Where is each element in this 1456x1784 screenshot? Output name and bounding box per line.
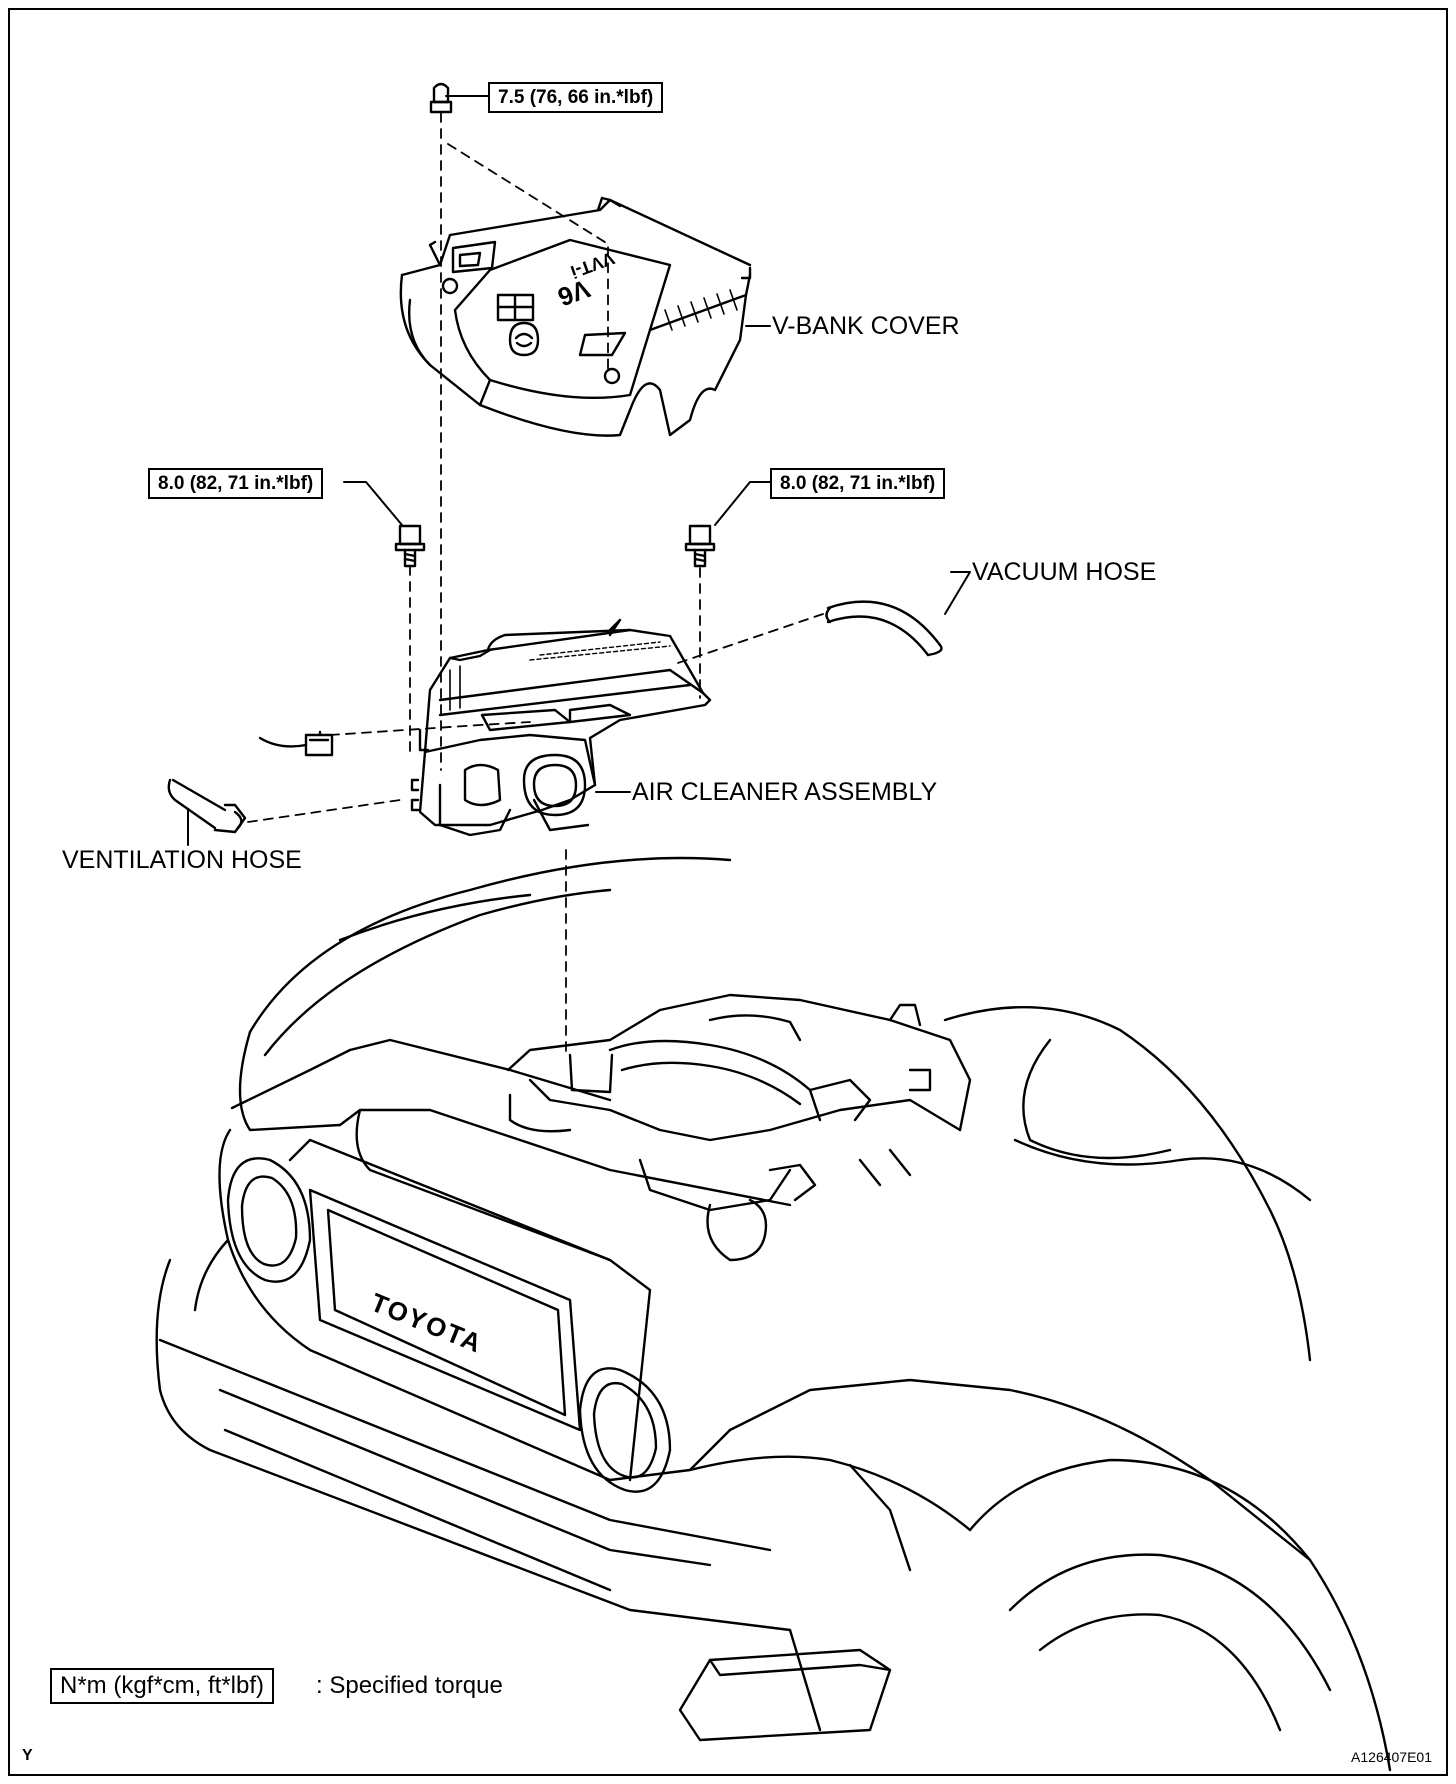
legend-description: : Specified torque — [316, 1672, 503, 1699]
figure-id: A126407E01 — [1351, 1749, 1432, 1765]
bolt-right — [684, 524, 716, 568]
leader-lines — [187, 95, 971, 846]
bolt-left — [394, 524, 426, 568]
legend-unit-box: N*m (kgf*cm, ft*lbf) — [50, 1668, 275, 1704]
exploded-view-drawing — [155, 82, 1392, 1772]
torque-callout-cover-nut: 7.5 (76, 66 in.*lbf) — [488, 82, 664, 113]
ventilation-hose-part — [167, 778, 247, 834]
torque-callout-bolt-left: 8.0 (82, 71 in.*lbf) — [148, 468, 324, 499]
air-cleaner-assembly-part — [410, 618, 712, 837]
vehicle-body-drawing — [155, 856, 1392, 1772]
label-vacuum-hose: VACUUM HOSE — [972, 558, 1157, 586]
cover-nut — [429, 82, 453, 114]
vacuum-hose-part — [825, 600, 943, 657]
label-air-cleaner-assembly: AIR CLEANER ASSEMBLY — [632, 778, 938, 806]
torque-callout-bolt-right: 8.0 (82, 71 in.*lbf) — [770, 468, 946, 499]
label-v-bank-cover: V-BANK COVER — [772, 312, 960, 340]
corner-mark: Y — [22, 1747, 33, 1764]
label-ventilation-hose: VENTILATION HOSE — [62, 846, 302, 874]
v-bank-cover-part — [399, 196, 752, 437]
diagram-sheet: VVT-i V6 TOYOTA 7.5 (76, 66 in.*lbf) 8.0… — [8, 8, 1448, 1776]
connector-part — [258, 730, 334, 757]
assembly-dashed-lines — [247, 112, 824, 1054]
